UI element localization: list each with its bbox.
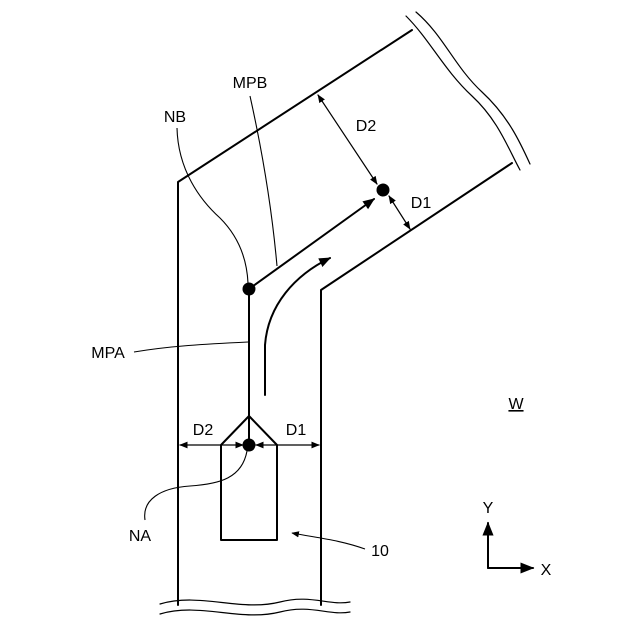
label-w: W — [508, 396, 524, 413]
movement-path-mpb — [249, 199, 374, 289]
label-mpa: MPA — [91, 345, 125, 362]
label-axis-x: X — [541, 562, 552, 579]
leader-10 — [292, 533, 365, 549]
label-nb: NB — [164, 109, 186, 126]
dimension-arrows — [180, 95, 410, 445]
label-mpb: MPB — [233, 75, 268, 92]
label-10: 10 — [371, 543, 389, 560]
node-na — [243, 439, 256, 452]
leader-na — [145, 451, 247, 520]
dimension-d2-upper-arrow — [318, 95, 377, 184]
target-point — [377, 184, 390, 197]
label-d1-upper: D1 — [411, 195, 432, 212]
leader-nb — [177, 128, 248, 283]
corridor-right-wall — [321, 163, 512, 605]
top-break-line-1 — [406, 16, 520, 170]
node-nb — [243, 283, 256, 296]
bottom-break-line-2 — [160, 609, 350, 615]
corridor-outline — [178, 30, 512, 605]
top-break-line-2 — [416, 12, 530, 164]
leader-mpa — [134, 342, 248, 352]
label-d2-upper: D2 — [356, 118, 377, 135]
label-axis-y: Y — [483, 500, 494, 517]
corridor-left-wall — [178, 30, 412, 605]
movement-paths — [249, 199, 374, 445]
axis-indicator — [488, 523, 533, 568]
label-d2-lower: D2 — [193, 422, 214, 439]
break-lines — [160, 12, 530, 615]
label-d1-lower: D1 — [286, 422, 307, 439]
dimension-d1-upper-arrow — [389, 196, 410, 229]
label-na: NA — [129, 528, 152, 545]
